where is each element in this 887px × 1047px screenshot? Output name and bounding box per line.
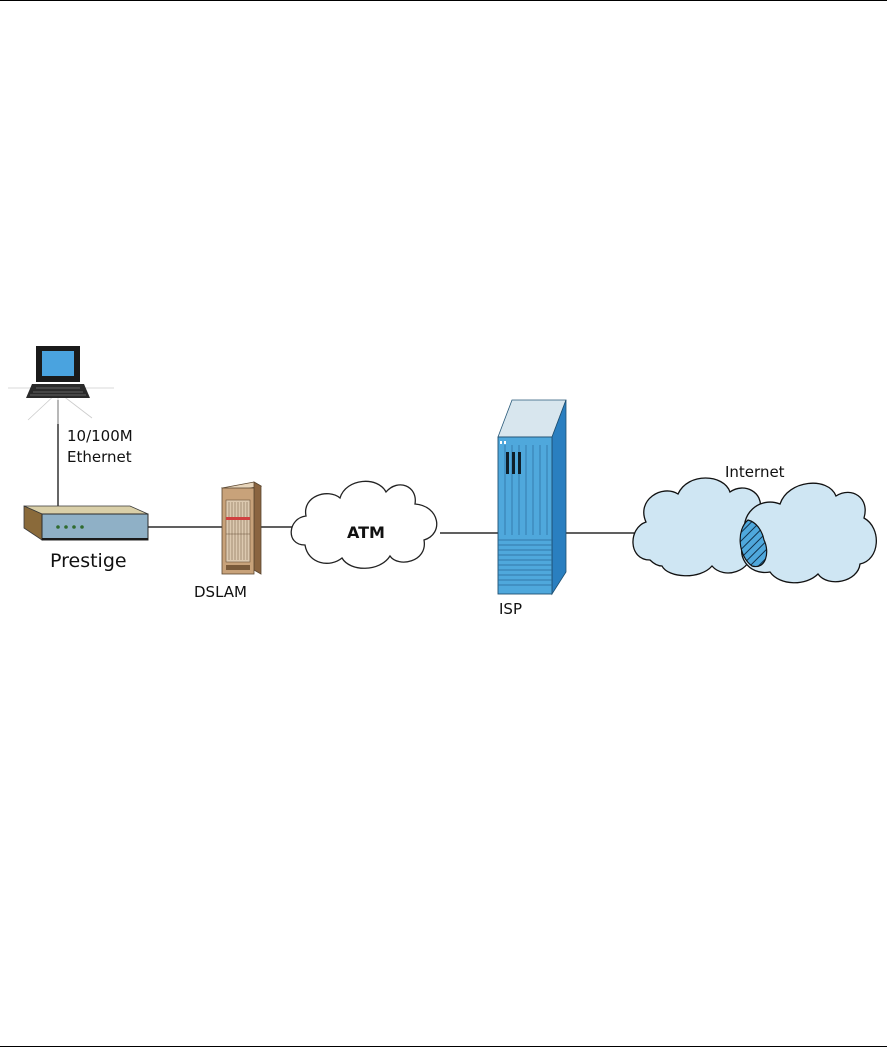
ethernet-link-label-line1: 10/100M bbox=[67, 427, 133, 445]
prestige-label: Prestige bbox=[50, 550, 127, 572]
ethernet-link-label-line2: Ethernet bbox=[67, 448, 132, 466]
laptop-computer-icon bbox=[8, 346, 114, 424]
dslam-label: DSLAM bbox=[194, 583, 247, 601]
internet-label: Internet bbox=[725, 463, 785, 481]
internet-cloud-icon bbox=[633, 478, 876, 583]
atm-label: ATM bbox=[347, 523, 385, 542]
router-modem-icon bbox=[24, 506, 148, 540]
server-tower-icon bbox=[498, 400, 566, 594]
dslam-rack-icon bbox=[222, 482, 261, 574]
isp-label: ISP bbox=[499, 600, 522, 618]
atm-cloud-icon: ATM bbox=[291, 481, 437, 568]
